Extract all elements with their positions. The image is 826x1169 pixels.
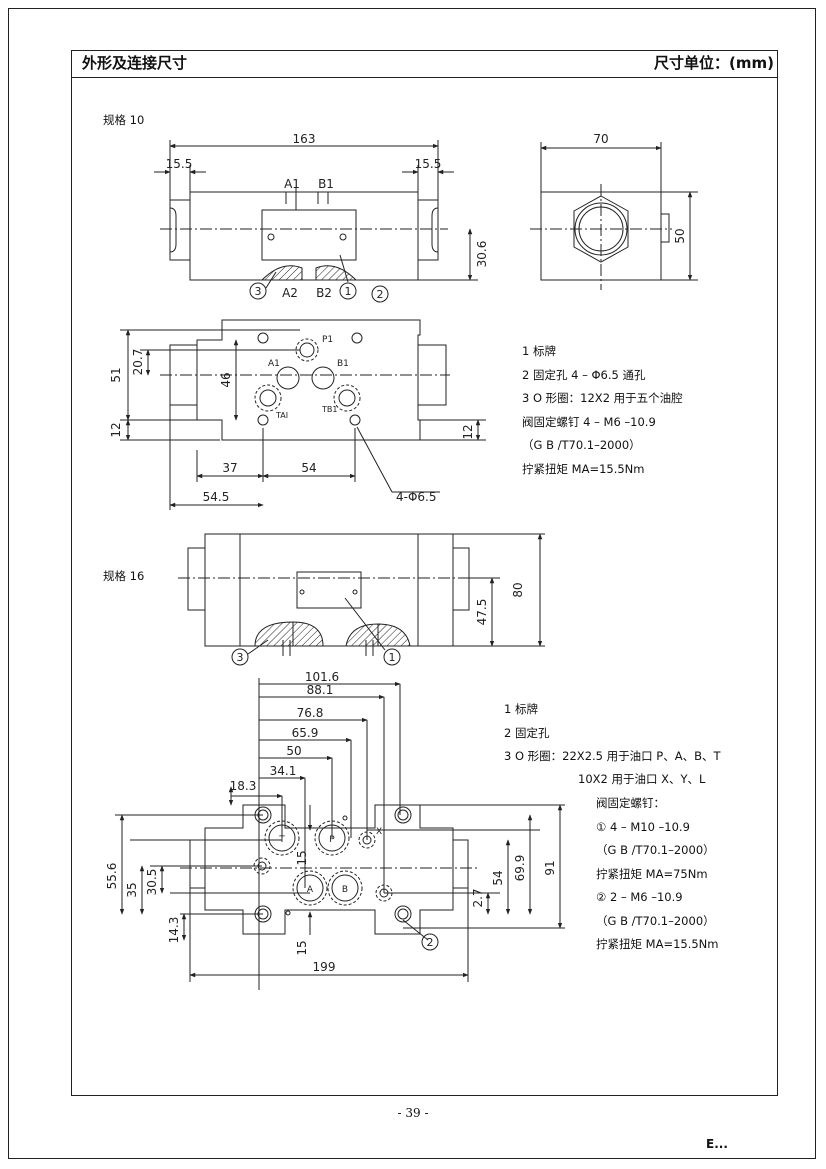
size10-top-view [120, 319, 486, 510]
note-line: （G B /T70.1–2000） [596, 843, 715, 857]
page-title: 外形及连接尺寸 [82, 54, 188, 72]
dim-76-8: 76.8 [297, 706, 324, 720]
label-a1: A1 [284, 177, 300, 191]
size16-top-view [115, 678, 565, 990]
size16-front-view [178, 533, 545, 656]
dim-65-9: 65.9 [292, 726, 319, 740]
label-p1: P1 [322, 335, 333, 345]
label-a1-top: A1 [268, 359, 280, 369]
callout-1-size16: 1 [389, 651, 396, 664]
dim-54-5: 54.5 [203, 490, 230, 504]
callout-1-size10: 1 [345, 285, 352, 298]
footer-mark: E... [706, 1137, 728, 1151]
dim-15-bottom: 15 [295, 940, 309, 955]
dim-69-9: 69.9 [513, 855, 527, 882]
label-port-b: B [342, 885, 348, 895]
dim-34-1: 34.1 [270, 764, 297, 778]
callout-2-size10: 2 [377, 288, 384, 301]
dim-20-7: 20.7 [131, 349, 145, 376]
notes-size10: 1 标牌 2 固定孔 4 – Φ6.5 通孔 3 O 形圈：12X2 用于五个油… [522, 340, 683, 481]
nameplate-16 [296, 571, 362, 609]
page-frame [8, 8, 816, 1159]
callout-3-size16: 3 [237, 651, 244, 664]
note-line: 3 O 形圈：12X2 用于五个油腔 [522, 391, 683, 405]
unit-label: 尺寸单位：(mm) [654, 54, 774, 72]
size10-front-view [154, 140, 478, 283]
label-port-x: X [376, 827, 382, 837]
page-number: - 39 - [397, 1106, 429, 1120]
nameplate [261, 209, 357, 261]
note-line: 拧紧扭矩 MA=75Nm [596, 866, 708, 881]
dim-80: 80 [511, 582, 525, 597]
dim-15-top: 15 [295, 850, 309, 865]
callouts: 3 1 2 3 1 2 [231, 271, 439, 951]
dim-30-5: 30.5 [145, 869, 159, 896]
dim-2-7: 2.7 [471, 888, 485, 907]
note-line: 拧紧扭矩 MA=15.5Nm [522, 461, 645, 476]
dim-15-5-right: 15.5 [415, 157, 442, 171]
note-line: 阀固定螺钉： [596, 796, 665, 810]
dim-14-3: 14.3 [167, 917, 181, 944]
label-a2: A2 [282, 286, 298, 300]
dim-88-1: 88.1 [307, 683, 334, 697]
note-line: 拧紧扭矩 MA=15.5Nm [596, 937, 719, 951]
dim-18-3: 18.3 [230, 779, 257, 793]
dim-54: 54 [301, 461, 316, 475]
dim-55-6: 55.6 [105, 863, 119, 890]
dim-30-6: 30.6 [475, 241, 489, 268]
label-port-a: A [307, 885, 314, 895]
notes-size16-a: 1 标牌 2 固定孔 3 O 形圈：22X2.5 用于油口 P、A、B、T [504, 698, 721, 769]
dim-163: 163 [293, 132, 316, 146]
note-line: ① 4 – M10 –10.9 [596, 819, 690, 834]
dim-35: 35 [125, 882, 139, 897]
header-rule [71, 77, 778, 78]
dim-199: 199 [313, 960, 336, 974]
note-line: 2 固定孔 [504, 725, 550, 740]
dim-54-16: 54 [491, 870, 505, 885]
dim-101-6: 101.6 [305, 670, 339, 684]
label-b2: B2 [316, 286, 332, 300]
label-ta1: TAI [275, 411, 288, 420]
dim-91: 91 [543, 860, 557, 875]
label-tb1: TB1 [321, 405, 337, 414]
note-line: 1 标牌 [522, 344, 556, 358]
note-line: 阀固定螺钉 4 – M6 –10.9 [522, 414, 656, 429]
label-port-t: T [278, 835, 285, 845]
dim-holes: 4-Φ6.5 [396, 490, 437, 504]
dim-50: 50 [673, 228, 687, 243]
note-line: 1 标牌 [504, 702, 538, 716]
label-b1-top: B1 [337, 359, 349, 369]
notes-size16-c: 阀固定螺钉： ① 4 – M10 –10.9 （G B /T70.1–2000）… [596, 792, 719, 957]
dim-70: 70 [593, 132, 608, 146]
spec-label-10: 规格 10 [103, 113, 145, 127]
note-line: 10X2 用于油口 X、Y、L [578, 772, 706, 786]
callout-2-size16: 2 [427, 936, 434, 949]
callout-3-size10: 3 [255, 285, 262, 298]
note-line: （G B /T70.1–2000） [596, 913, 715, 928]
note-line: ② 2 – M6 –10.9 [596, 890, 683, 904]
size10-side-view [530, 142, 698, 290]
dim-12-right: 12 [461, 424, 475, 439]
label-port-p: P [329, 835, 335, 845]
note-line: （G B /T70.1–2000） [522, 438, 641, 452]
note-line: 2 固定孔 4 – Φ6.5 通孔 [522, 367, 646, 382]
content-box [71, 50, 778, 1096]
dim-50-16: 50 [286, 744, 301, 758]
dim-12-left: 12 [109, 422, 123, 437]
dim-37: 37 [222, 461, 237, 475]
dim-15-5-left: 15.5 [166, 157, 193, 171]
dim-47-5: 47.5 [475, 599, 489, 626]
label-b1: B1 [318, 177, 334, 191]
dim-46: 46 [219, 372, 233, 387]
notes-size16-b: 10X2 用于油口 X、Y、L [578, 768, 705, 792]
note-line: 3 O 形圈：22X2.5 用于油口 P、A、B、T [504, 749, 721, 763]
spec-label-16: 规格 16 [103, 569, 145, 583]
dim-51: 51 [109, 367, 123, 382]
